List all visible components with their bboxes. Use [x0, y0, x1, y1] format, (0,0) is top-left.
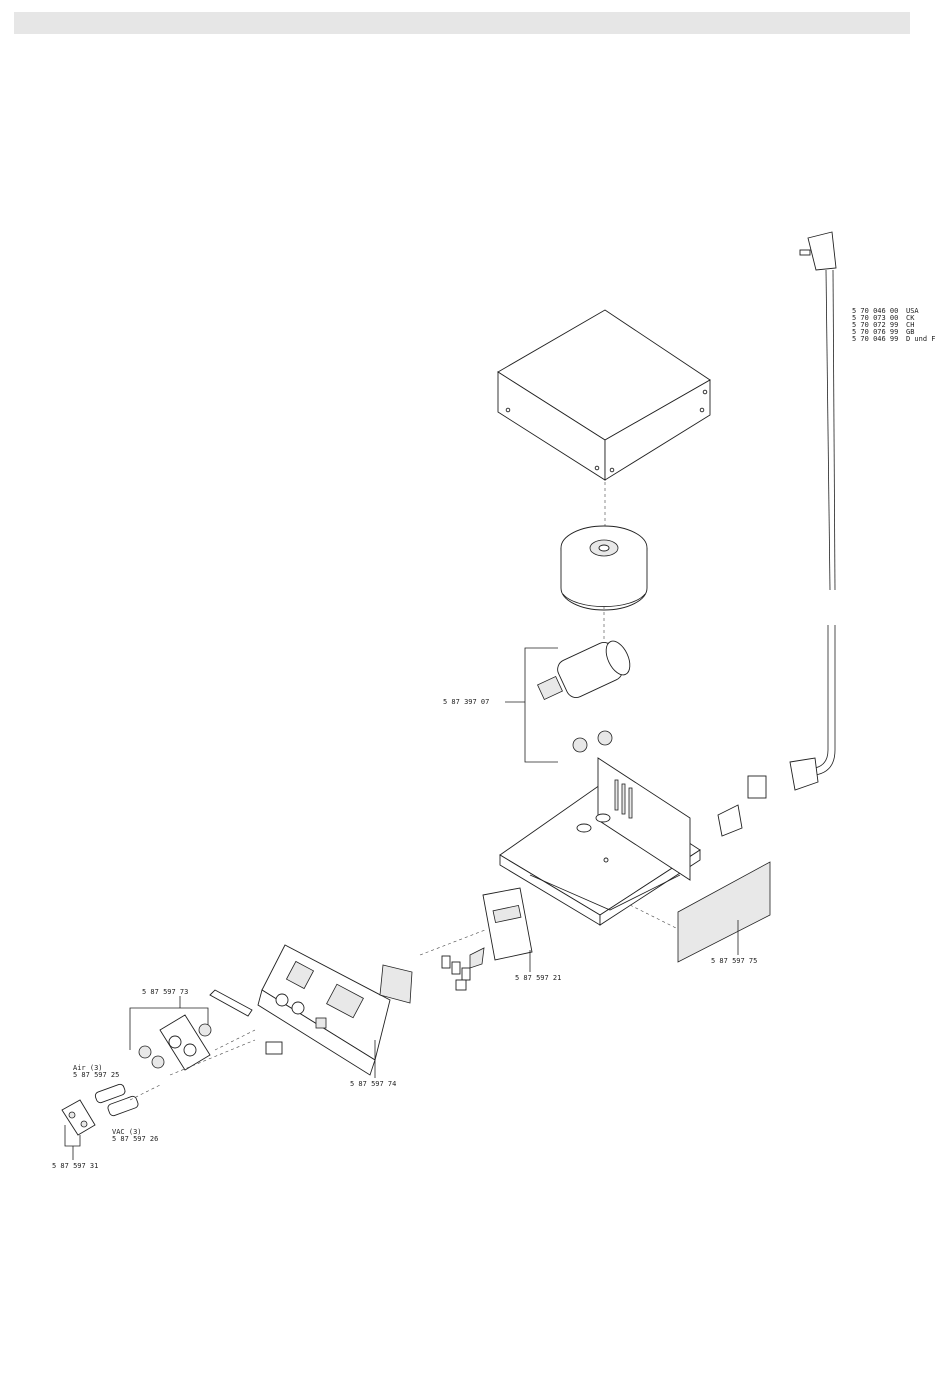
front-panel: [258, 945, 390, 1075]
rocker-switch: [266, 1042, 282, 1054]
base-chassis: [500, 758, 700, 925]
connector-set: [139, 1015, 211, 1070]
holder-label: 5 87 597 31: [52, 1162, 98, 1170]
cord-region-4: D und F: [906, 335, 936, 343]
cord-part-4: 5 70 046 99: [852, 335, 898, 343]
side-panel: [678, 862, 770, 962]
blower-motor: [538, 637, 635, 752]
air-part-label: 5 87 597 25: [73, 1071, 119, 1079]
adapter-holder: [62, 1100, 95, 1135]
fuse-components: [442, 948, 484, 990]
power-cord: [790, 232, 836, 790]
pcb-label: 5 87 597 21: [515, 974, 561, 982]
side-panel-label: 5 87 597 75: [711, 957, 757, 965]
top-cover: [498, 310, 710, 480]
control-pcb: [483, 888, 532, 960]
connector-set-label: 5 87 597 73: [142, 988, 188, 996]
front-panel-label: 5 87 597 74: [350, 1080, 396, 1088]
blower-drum: [561, 526, 647, 610]
power-cord-part-list: 5 70 046 00 USA 5 70 073 00 CK 5 70 072 …: [852, 307, 936, 343]
vac-part-label: 5 87 597 26: [112, 1135, 158, 1143]
panel-strip: [210, 990, 252, 1016]
mains-socket: [718, 776, 766, 836]
blower-motor-label: 5 87 397 07: [443, 698, 489, 706]
